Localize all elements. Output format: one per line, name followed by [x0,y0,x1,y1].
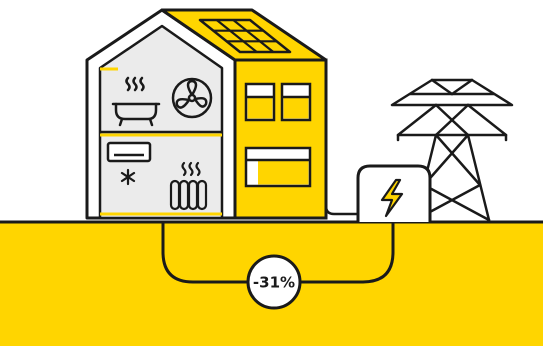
right-house [235,60,360,218]
battery-bolt-icon [358,166,430,222]
savings-badge-label: -31% [253,274,295,292]
savings-badge: -31% [248,256,300,308]
air-conditioner-icon [108,143,150,161]
